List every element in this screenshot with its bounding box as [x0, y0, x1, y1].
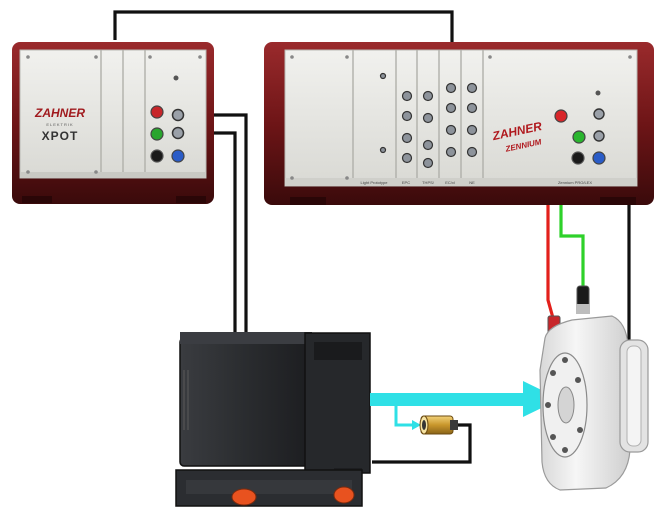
xpot-led — [173, 75, 179, 81]
xpot-model: XPOT — [42, 129, 79, 143]
zennium-blue-jack[interactable] — [592, 151, 606, 165]
xpot-tagline: ELEKTRIK — [46, 122, 73, 127]
right-knob[interactable] — [333, 486, 355, 504]
photodiode-sensor[interactable] — [419, 415, 458, 435]
zennium-slot-label-6: Zennium PRO/LEX — [558, 180, 592, 185]
xpot-red-jack[interactable] — [150, 105, 164, 119]
zennium-led — [595, 90, 601, 96]
zennium-slot-label-5: NE — [469, 180, 475, 185]
zennium-slot-label-2: EPC — [402, 180, 410, 185]
zennium-slot-label-4: EC/xl — [445, 180, 455, 185]
zennium-red-jack[interactable] — [554, 109, 568, 123]
zennium-bnc-1[interactable] — [593, 108, 605, 120]
xpot-black-jack[interactable] — [150, 149, 164, 163]
zennium-green-jack[interactable] — [572, 130, 586, 144]
light-source[interactable] — [175, 332, 371, 507]
xpot-device[interactable]: ZAHNER ELEKTRIK XPOT — [12, 42, 214, 204]
electrochemical-cell[interactable] — [539, 285, 649, 491]
zennium-slot-label-1: Light Prototype — [361, 180, 389, 185]
xpot-bnc-2[interactable] — [171, 126, 185, 140]
xpot-brand: ZAHNER — [34, 106, 85, 120]
xpot-bnc-1[interactable] — [171, 108, 185, 122]
xpot-blue-jack[interactable] — [171, 149, 185, 163]
zennium-slot-label-3: THPS/ — [422, 180, 435, 185]
zennium-device[interactable]: Light Prototype EPC THPS/ EC/xl NE Zenni… — [264, 42, 654, 205]
photodiode-cable — [372, 423, 472, 464]
xpot-green-jack[interactable] — [150, 127, 164, 141]
light-beam — [370, 381, 560, 430]
zennium-module-connectors — [379, 72, 478, 169]
left-knob[interactable] — [231, 488, 257, 506]
zennium-black-jack[interactable] — [571, 151, 585, 165]
zennium-bnc-2[interactable] — [593, 130, 605, 142]
